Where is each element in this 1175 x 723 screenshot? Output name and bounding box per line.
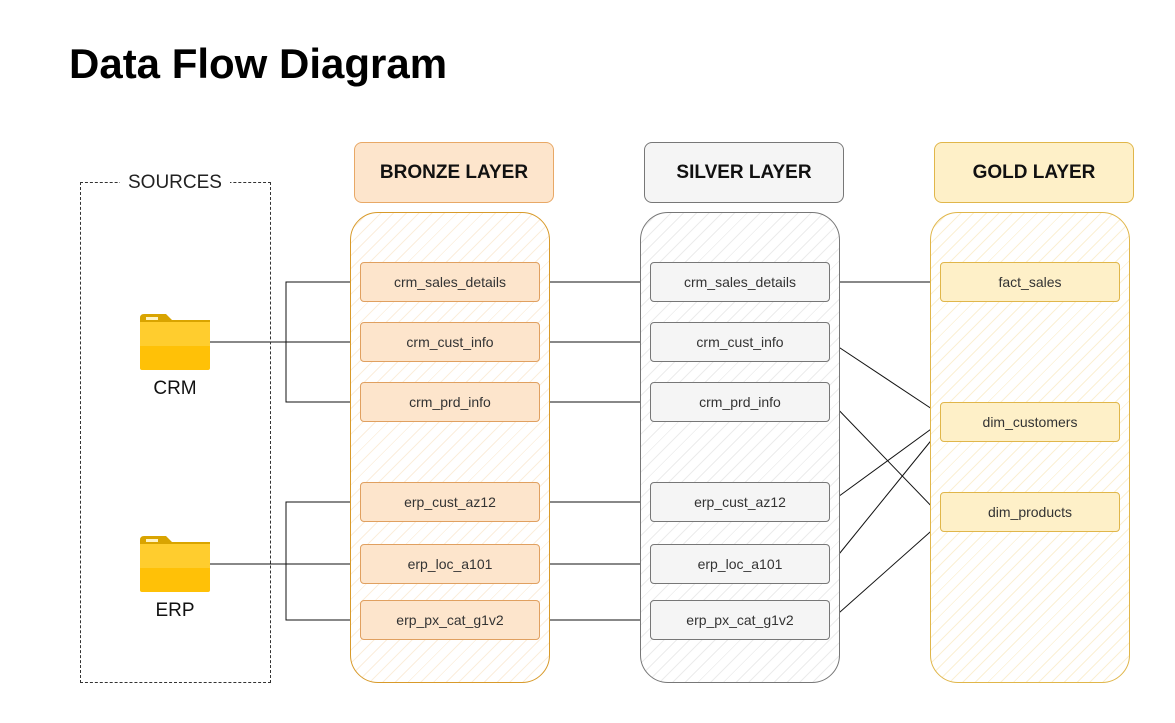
crm-source-label: CRM [153, 378, 197, 399]
page-title: Data Flow Diagram [69, 40, 448, 87]
silver-table-crm-sales-details[interactable]: crm_sales_details [650, 262, 830, 302]
bronze-table-erp-px-cat-g1v2[interactable]: erp_px_cat_g1v2 [360, 600, 540, 640]
bronze-table-erp-loc-a101[interactable]: erp_loc_a101 [360, 544, 540, 584]
silver-table-erp-cust-az12[interactable]: erp_cust_az12 [650, 482, 830, 522]
bronze-table-erp-cust-az12[interactable]: erp_cust_az12 [360, 482, 540, 522]
edge-loc-to-dimcust [830, 431, 939, 565]
edge-px-to-dimprod [830, 524, 939, 621]
bronze-table-crm-sales-details[interactable]: crm_sales_details [360, 262, 540, 302]
folder-icon [140, 536, 210, 592]
folder-icon [140, 314, 210, 370]
edge-prd-to-dimprod [830, 401, 939, 514]
silver-table-crm-cust-info[interactable]: crm_cust_info [650, 322, 830, 362]
silver-table-erp-px-cat-g1v2[interactable]: erp_px_cat_g1v2 [650, 600, 830, 640]
edge-az12-to-dimcust [830, 423, 939, 503]
edge-cust-to-dimcust [830, 341, 939, 414]
edge-crm-to-bronze-prd [285, 342, 359, 406]
sources-label: SOURCES [120, 172, 230, 194]
gold-table-dim-customers[interactable]: dim_customers [940, 402, 1120, 442]
bronze-table-crm-prd-info[interactable]: crm_prd_info [360, 382, 540, 422]
gold-table-fact-sales[interactable]: fact_sales [940, 262, 1120, 302]
erp-source-label: ERP [155, 600, 195, 621]
silver-table-crm-prd-info[interactable]: crm_prd_info [650, 382, 830, 422]
bronze-layer-header: BRONZE LAYER [354, 142, 554, 203]
edge-erp-to-bronze-px [285, 564, 359, 624]
silver-table-erp-loc-a101[interactable]: erp_loc_a101 [650, 544, 830, 584]
gold-table-dim-products[interactable]: dim_products [940, 492, 1120, 532]
silver-layer-header: SILVER LAYER [644, 142, 844, 203]
gold-layer-header: GOLD LAYER [934, 142, 1134, 203]
bronze-table-crm-cust-info[interactable]: crm_cust_info [360, 322, 540, 362]
